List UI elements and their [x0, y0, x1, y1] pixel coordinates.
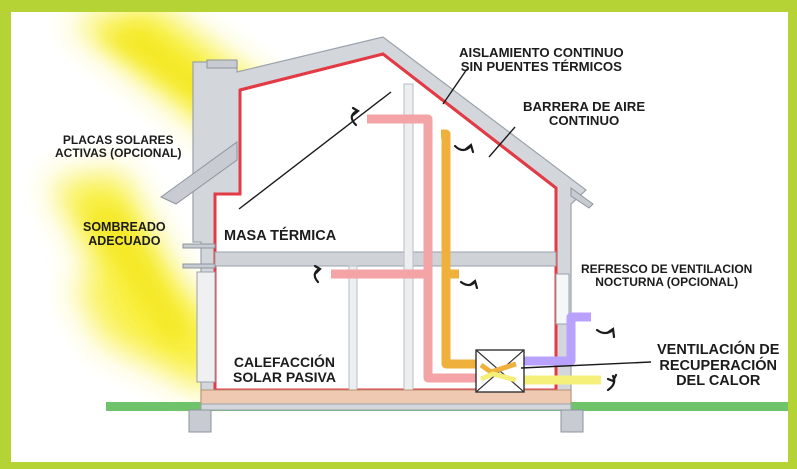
interior-post: [348, 265, 358, 391]
label-placas-line2: ACTIVAS (OPCIONAL): [55, 145, 182, 160]
left-window: [196, 271, 216, 383]
footing-left: [188, 409, 212, 433]
label-sombreado-line2: ADECUADO: [88, 233, 161, 248]
air-barrier-line: [239, 52, 557, 190]
label-placas: PLACAS SOLARES ACTIVAS (OPCIONAL): [55, 134, 181, 160]
label-aislamiento-line1: AISLAMIENTO CONTINUO: [459, 45, 624, 60]
label-barrera: BARRERA DE AIRE CONTINUO: [523, 99, 646, 129]
label-masa-text: MASA TÉRMICA: [224, 228, 337, 244]
right-eave: [570, 187, 594, 209]
heat-exchanger-icon: [475, 349, 525, 393]
exhaust-duct: [516, 312, 591, 366]
label-sombreado: SOMBREADO ADECUADO: [83, 220, 166, 248]
roof-stub: [206, 59, 238, 69]
fresh-air-duct: [441, 129, 486, 369]
label-ventilacion-line3: DEL CALOR: [676, 373, 761, 390]
airflow-arrow-icon: [313, 106, 618, 392]
right-window: [555, 273, 570, 325]
label-barrera-line2: CONTINUO: [548, 113, 620, 129]
callout-lines: [238, 68, 652, 369]
label-barrera-line1: BARRERA DE AIRE: [523, 99, 646, 114]
label-aislamiento: AISLAMIENTO CONTINUO SIN PUENTES TÉRMICO…: [459, 45, 624, 75]
label-ventilacion-line2: RECUPERACIÓN: [659, 357, 778, 374]
footing-right: [560, 409, 584, 433]
stale-air-duct: [331, 114, 486, 383]
label-refresco-line1: REFRESCO DE VENTILACION: [581, 262, 753, 276]
label-ventilacion-line1: VENTILACIÓN DE: [657, 342, 780, 358]
thermal-mass-slab: [214, 251, 557, 267]
label-refresco: REFRESCO DE VENTILACION NOCTURNA (OPCION…: [581, 263, 752, 289]
label-ventilacion: VENTILACIÓN DE RECUPERACIÓN DEL CALOR: [657, 342, 780, 390]
diagram-frame: AISLAMIENTO CONTINUO SIN PUENTES TÉRMICO…: [11, 12, 788, 462]
label-aislamiento-line2: SIN PUENTES TÉRMICOS: [460, 59, 622, 75]
house-interior: [213, 52, 558, 392]
label-calefaccion: CALEFACCIÓN SOLAR PASIVA: [233, 354, 336, 386]
passive-house-diagram: [51, 12, 788, 433]
label-placas-line1: PLACAS SOLARES: [62, 133, 174, 147]
solar-panel-eave: [160, 141, 238, 205]
interior-post: [403, 83, 414, 391]
label-masa: MASA TÉRMICA: [224, 228, 337, 245]
label-refresco-line2: NOCTURNA (OPCIONAL): [595, 274, 739, 289]
label-calefaccion-line1: CALEFACCIÓN: [233, 354, 336, 370]
label-sombreado-line1: SOMBREADO: [83, 220, 166, 234]
label-calefaccion-line2: SOLAR PASIVA: [233, 369, 336, 386]
